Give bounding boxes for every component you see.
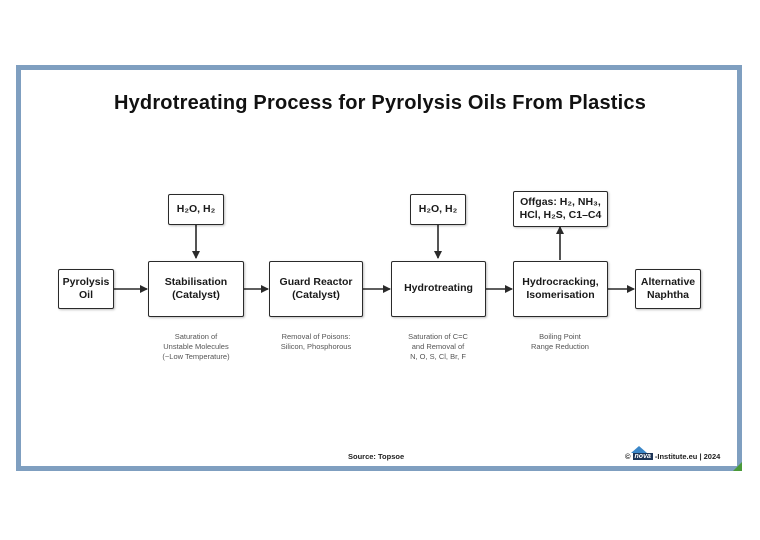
node-alternative-naphtha-label: Alternative Naphtha (640, 275, 696, 301)
node-input-h2o-h2-2: H₂O, H₂ (410, 194, 466, 225)
node-stabilisation: Stabilisation (Catalyst) (148, 261, 244, 317)
diagram-title: Hydrotreating Process for Pyrolysis Oils… (113, 92, 647, 114)
note-stabilisation: Saturation of Unstable Molecules (~Low T… (162, 332, 230, 361)
node-guard-reactor: Guard Reactor (Catalyst) (269, 261, 363, 317)
node-hydrotreating: Hydrotreating (391, 261, 486, 317)
node-offgas-label: Offgas: H₂, NH₃, HCl, H₂S, C1–C4 (519, 195, 602, 221)
node-pyrolysis-oil-label: Pyrolysis Oil (62, 275, 110, 301)
source-caption: Source: Topsoe (348, 452, 405, 461)
node-alternative-naphtha: Alternative Naphtha (635, 269, 701, 309)
credit-text: -Institute.eu | 2024 (654, 452, 721, 461)
node-pyrolysis-oil: Pyrolysis Oil (58, 269, 114, 309)
node-input-1-label: H₂O, H₂ (176, 202, 216, 215)
corner-accent (733, 462, 742, 471)
node-stabilisation-label: Stabilisation (Catalyst) (164, 275, 228, 301)
slide-frame (16, 65, 742, 471)
credit-line: © nova -Institute.eu | 2024 (625, 446, 721, 461)
copyright-symbol: © (625, 452, 631, 461)
node-offgas: Offgas: H₂, NH₃, HCl, H₂S, C1–C4 (513, 191, 608, 227)
nova-logo: nova (630, 446, 653, 460)
note-hydrotreating: Saturation of C=C and Removal of N, O, S… (408, 332, 468, 361)
node-hydrocracking: Hydrocracking, Isomerisation (513, 261, 608, 317)
node-hydrotreating-label: Hydrotreating (404, 282, 473, 295)
note-hydrocracking: Boiling Point Range Reduction (531, 332, 589, 351)
node-input-2-label: H₂O, H₂ (418, 202, 458, 215)
node-guard-reactor-label: Guard Reactor (Catalyst) (279, 275, 353, 301)
note-guard-reactor: Removal of Poisons: Silicon, Phosphorous (280, 332, 352, 351)
node-input-h2o-h2-1: H₂O, H₂ (168, 194, 224, 225)
node-hydrocracking-label: Hydrocracking, Isomerisation (522, 275, 599, 301)
